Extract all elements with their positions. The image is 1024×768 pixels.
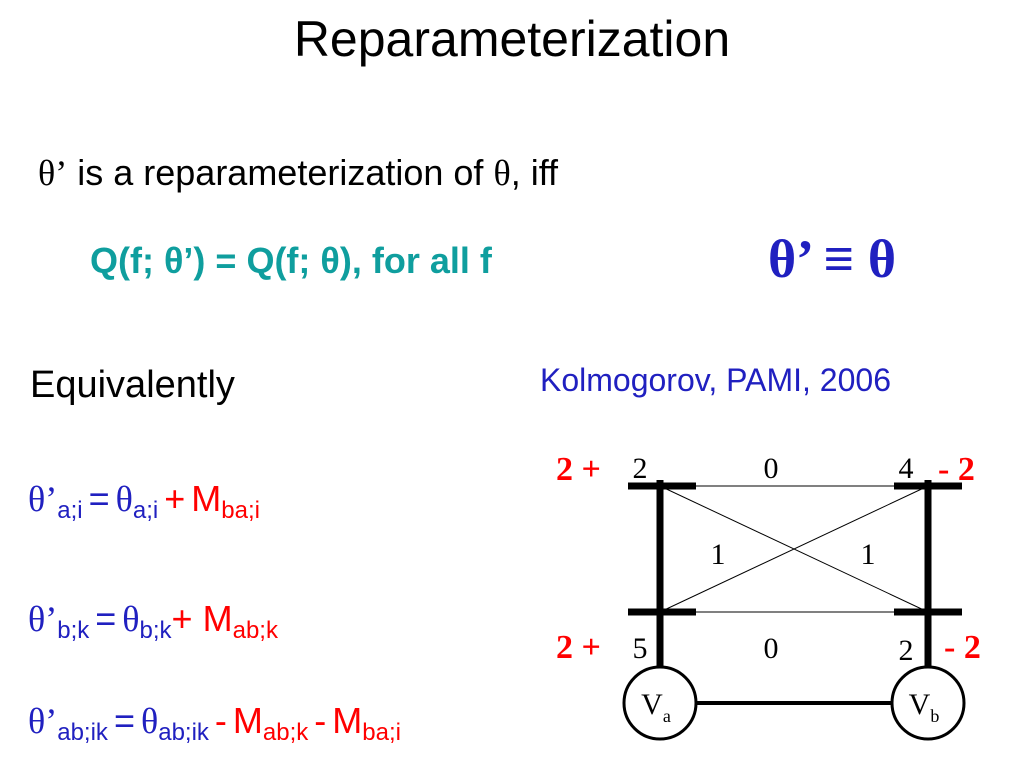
unary-a-top-value: 2 [633, 452, 648, 485]
plus-sign: + [164, 478, 186, 519]
edge-cross-left-value: 1 [711, 538, 726, 571]
equals-sign: = [95, 598, 117, 639]
lhs-subscript: b;k [57, 617, 90, 644]
rhs-symbol: θ [115, 479, 133, 519]
message-subscript: ab;k [232, 617, 278, 644]
citation: Kolmogorov, PAMI, 2006 [540, 362, 891, 398]
message-subscript: ba;i [221, 497, 260, 524]
adjust-b-bottom: - 2 [944, 629, 981, 666]
unary-b-equation: θ’b;k=θb;k+ Mab;k [28, 598, 278, 645]
message-symbol: M [202, 598, 233, 639]
unary-a-equation: θ’a;i=θa;i+Mba;i [28, 478, 260, 525]
unary-b-bottom-value: 2 [899, 634, 914, 667]
minus-sign: - [214, 700, 227, 741]
equivalence-statement: θ’ ≡ θ [768, 229, 897, 289]
unary-b-top-value: 4 [899, 452, 914, 485]
lhs-symbol: θ’ [28, 599, 58, 639]
lhs-subscript: ab;ik [57, 719, 108, 746]
slide-title: Reparameterization [293, 11, 731, 67]
rhs-subscript: b;k [139, 617, 172, 644]
definition-suffix: , iff [510, 152, 559, 193]
edge-top-value: 0 [764, 452, 779, 485]
equivalently-label: Equivalently [30, 364, 235, 406]
minus-sign: - [314, 700, 327, 741]
condition-equation: Q(f; θ’) = Q(f; θ), for all f [90, 240, 492, 281]
message-symbol: M [332, 700, 363, 741]
edge-cross-line [659, 485, 929, 613]
node-b-circle [890, 665, 966, 741]
rhs-symbol: θ [122, 599, 140, 639]
message-subscript: ba;i [362, 719, 401, 746]
equals-sign: = [113, 700, 135, 741]
message-symbol: M [232, 700, 263, 741]
rhs-symbol: θ [140, 701, 159, 741]
pairwise-equation: θ’ab;ik=θab;ik-Mab;k-Mba;i [28, 700, 401, 747]
theta-prime-symbol: θ’ [38, 153, 68, 193]
lhs-subscript: a;i [57, 497, 83, 524]
lhs-symbol: θ’ [28, 479, 58, 519]
rhs-subscript: a;i [132, 497, 159, 524]
plus-sign: + [171, 598, 193, 639]
node-a-circle [622, 665, 698, 741]
definition-line: θ’ is a reparameterization of θ, iff [38, 152, 558, 194]
unary-a-bottom-value: 5 [633, 632, 648, 665]
definition-text: is a reparameterization of [67, 152, 494, 193]
edge-cross-right-value: 1 [861, 538, 876, 571]
rhs-subscript: ab;ik [158, 719, 209, 746]
node-a-label: Va [641, 688, 671, 726]
theta-symbol: θ [493, 153, 511, 193]
message-symbol: M [191, 478, 222, 519]
adjust-a-top: 2 + [556, 451, 601, 488]
adjust-a-bottom: 2 + [556, 629, 601, 666]
lhs-symbol: θ’ [28, 701, 58, 741]
equals-sign: = [88, 478, 110, 519]
message-subscript: ab;k [262, 719, 309, 746]
edge-bottom-value: 0 [764, 632, 779, 665]
node-b-label: Vb [909, 688, 940, 726]
adjust-b-top: - 2 [938, 451, 975, 488]
graph-diagram: Va Vb 2 5 4 2 0 0 1 1 2 + 2 + - 2 - 2 [556, 451, 981, 741]
